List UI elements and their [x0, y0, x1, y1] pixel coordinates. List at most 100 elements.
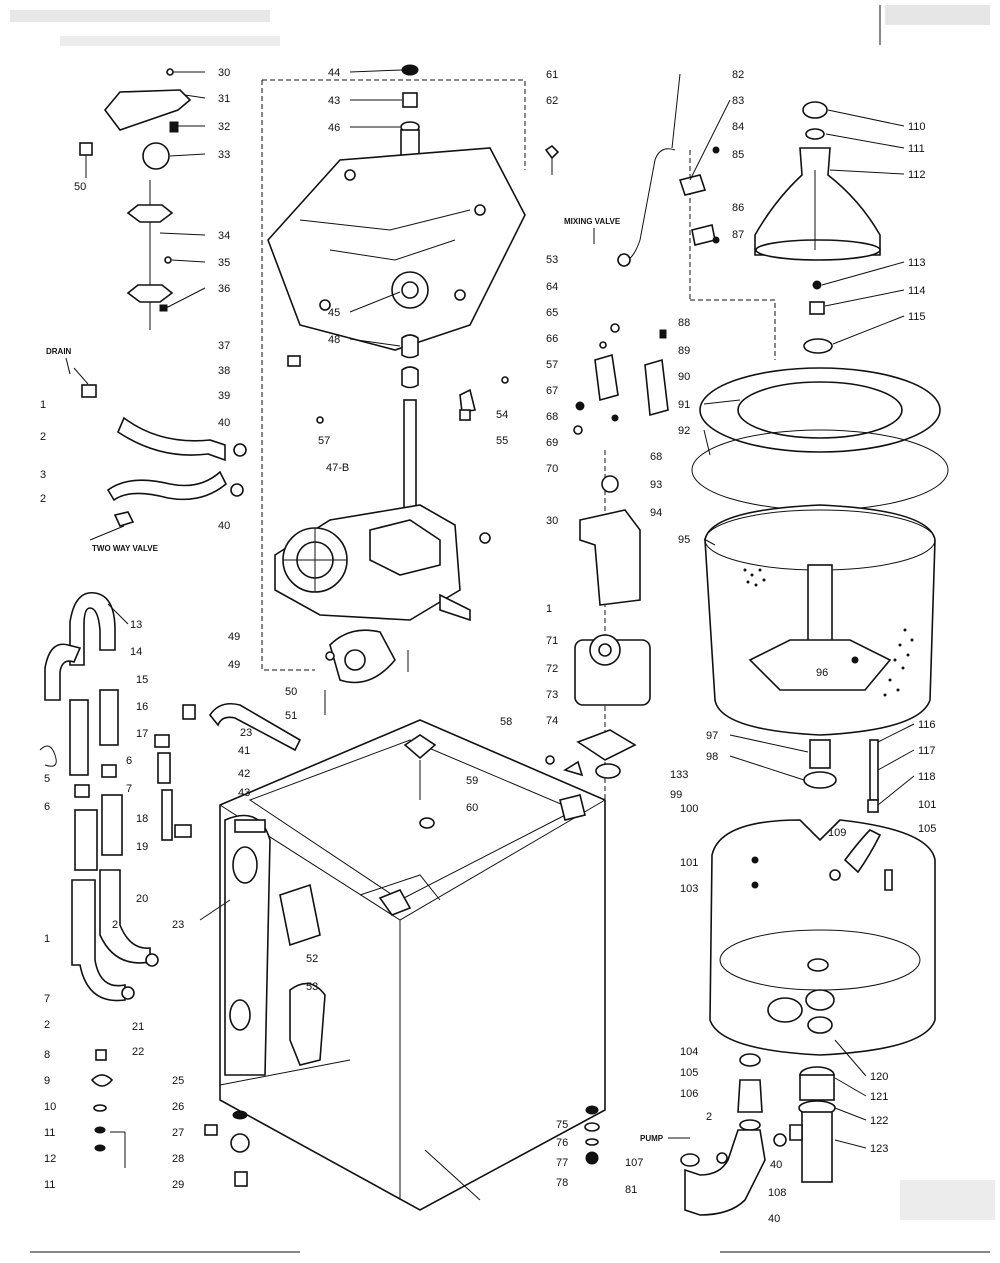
callout-113: 113	[908, 257, 926, 269]
callout-93: 93	[650, 479, 662, 491]
callout-53-b: 53	[306, 981, 318, 993]
callout-25: 25	[172, 1075, 184, 1087]
callout-53: 53	[546, 254, 558, 266]
agitator-tub-assembly	[691, 101, 949, 736]
callout-14: 14	[130, 646, 142, 658]
callout-40-c: 40	[770, 1159, 782, 1171]
callout-91: 91	[678, 399, 690, 411]
callout-133: 133	[670, 769, 688, 781]
left-hardware	[90, 1049, 250, 1187]
callout-84: 84	[732, 121, 744, 133]
fill-hoses	[39, 591, 302, 1002]
callout-2: 2	[40, 431, 46, 443]
callout-1-c: 1	[546, 603, 552, 615]
callout-69: 69	[546, 437, 558, 449]
callout-74: 74	[546, 715, 558, 727]
callout-48: 48	[328, 334, 340, 346]
callout-51: 51	[285, 710, 297, 722]
callout-5: 5	[44, 773, 50, 785]
callout-111: 111	[908, 143, 925, 155]
callout-77: 77	[556, 1157, 568, 1169]
callout-20: 20	[136, 893, 148, 905]
pump-label: PUMP	[640, 1134, 664, 1143]
callout-112: 112	[908, 169, 926, 181]
callout-27: 27	[172, 1127, 184, 1139]
callout-61: 61	[546, 69, 558, 81]
callout-29: 29	[172, 1179, 184, 1191]
callout-15: 15	[136, 674, 148, 686]
callout-64: 64	[546, 281, 558, 293]
callout-37: 37	[218, 340, 230, 352]
callout-1-b: 1	[44, 933, 50, 945]
callout-11: 11	[44, 1127, 55, 1139]
callout-10: 10	[44, 1101, 56, 1113]
callout-118: 118	[918, 771, 936, 783]
cabinet-frame	[219, 719, 606, 1211]
callout-71: 71	[546, 635, 558, 647]
callout-40: 40	[218, 417, 230, 429]
header-smudge	[10, 5, 990, 46]
callout-76: 76	[556, 1137, 568, 1149]
outer-tub-pump	[584, 739, 936, 1216]
callout-73: 73	[546, 689, 558, 701]
callout-96: 96	[816, 667, 828, 679]
callout-58: 58	[500, 716, 512, 728]
callout-55: 55	[496, 435, 508, 447]
callout-105: 105	[918, 823, 936, 835]
callout-43-b: 43	[238, 787, 250, 799]
callout-54: 54	[496, 409, 508, 421]
callout-110: 110	[908, 121, 926, 133]
callout-40-d: 40	[768, 1213, 780, 1225]
callout-12: 12	[44, 1153, 56, 1165]
motor-assembly	[545, 475, 651, 779]
callout-106: 106	[680, 1088, 698, 1100]
callout-50: 50	[74, 181, 86, 193]
callout-107: 107	[625, 1157, 643, 1169]
callout-1: 1	[40, 399, 46, 411]
callout-23-b: 23	[172, 919, 184, 931]
footer-rule	[30, 1180, 995, 1253]
callout-92: 92	[678, 425, 690, 437]
callout-116: 116	[918, 719, 936, 731]
callout-7: 7	[126, 783, 132, 795]
callout-40-b: 40	[218, 520, 230, 532]
callout-43: 43	[328, 95, 340, 107]
callout-49: 49	[228, 659, 240, 671]
tub-perforations	[743, 568, 914, 697]
callout-65: 65	[546, 307, 558, 319]
callout-103: 103	[680, 883, 698, 895]
callout-9: 9	[44, 1075, 50, 1087]
callout-6-b: 6	[44, 801, 50, 813]
callout-31: 31	[218, 93, 230, 105]
callout-2-b: 2	[40, 493, 46, 505]
callout-57-b: 57	[546, 359, 558, 371]
drain-label: DRAIN	[46, 347, 72, 356]
callout-109: 109	[828, 827, 846, 839]
callout-78: 78	[556, 1177, 568, 1189]
callout-50-b: 50	[285, 686, 297, 698]
callout-81: 81	[625, 1184, 637, 1196]
callout-114: 114	[908, 285, 926, 297]
callout-7-b: 7	[44, 993, 50, 1005]
callout-42: 42	[238, 768, 250, 780]
callout-2-e: 2	[706, 1111, 712, 1123]
callout-57: 57	[318, 435, 330, 447]
callout-123: 123	[870, 1143, 888, 1155]
callout-6: 6	[126, 755, 132, 767]
callout-44: 44	[328, 67, 340, 79]
note-labels: DRAIN TWO WAY VALVE MIXING VALVE PUMP	[46, 217, 690, 1143]
callout-59: 59	[466, 775, 478, 787]
callout-35: 35	[218, 257, 230, 269]
mixing-valve-label: MIXING VALVE	[564, 217, 621, 226]
callout-88: 88	[678, 317, 690, 329]
callout-105-b: 105	[680, 1067, 698, 1079]
callout-30: 30	[218, 67, 230, 79]
callout-121: 121	[870, 1091, 888, 1103]
callout-16: 16	[136, 701, 148, 713]
callout-8: 8	[44, 1049, 50, 1061]
callout-48-b: 49	[228, 631, 240, 643]
callout-117: 117	[918, 745, 936, 757]
callout-32: 32	[218, 121, 230, 133]
callout-45: 45	[328, 307, 340, 319]
